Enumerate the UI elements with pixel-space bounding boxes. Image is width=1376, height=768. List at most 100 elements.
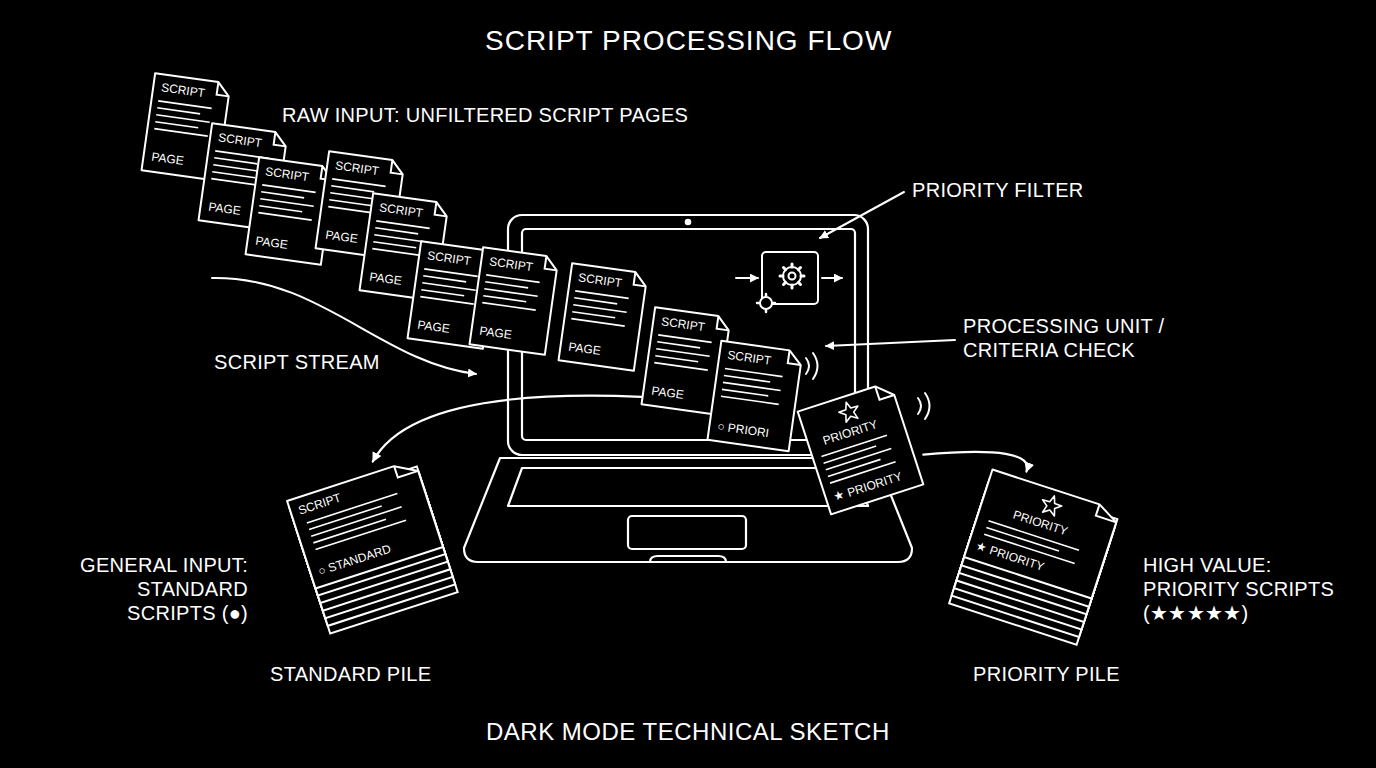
text-line: [214, 158, 257, 164]
text-line: [824, 446, 877, 463]
text-line: [483, 296, 526, 302]
page-fold: [634, 272, 648, 286]
text-line: [259, 206, 302, 212]
page-sheet: [964, 470, 1120, 599]
text-line: [724, 375, 770, 382]
laptop-keyboard: [508, 468, 868, 506]
text-line: [571, 319, 624, 327]
text-line: [656, 349, 709, 357]
text-line: [421, 290, 464, 296]
text-line: [424, 269, 477, 277]
text-line: [655, 356, 698, 362]
small-gear: [760, 297, 772, 309]
gear-teeth: [780, 264, 804, 288]
diagram-title: SCRIPT PROCESSING FLOW: [485, 24, 892, 58]
laptop-touchpad: [628, 516, 746, 549]
annotation-label: GENERAL INPUT: STANDARD SCRIPTS (●): [43, 553, 248, 625]
page-fold: [788, 350, 803, 365]
text-line: [158, 101, 211, 109]
text-line: [313, 519, 386, 543]
script-page: SCRIPTPAGE: [470, 247, 559, 355]
text-line: [372, 249, 425, 257]
text-line: [485, 282, 528, 288]
page-sheet: [559, 263, 648, 371]
page-sheet: [470, 247, 559, 355]
annotation-label: RAW INPUT: UNFILTERED SCRIPT PAGES: [282, 103, 688, 127]
text-line: [657, 342, 700, 348]
text-line: [212, 172, 255, 178]
laptop-camera: [686, 220, 690, 224]
text-line: [486, 275, 539, 283]
annotation-label: STANDARD PILE: [270, 662, 431, 686]
filter-box: [762, 252, 818, 304]
flow-arrow: [373, 396, 642, 462]
wave: [806, 358, 809, 374]
annotation-label: PRIORITY PILE: [973, 662, 1120, 686]
text-line: [482, 303, 535, 311]
text-line: [311, 507, 401, 536]
text-line: [725, 369, 783, 377]
page-fold: [1096, 504, 1120, 522]
text-line: [654, 363, 707, 371]
wave: [813, 353, 818, 379]
text-line: [422, 283, 475, 291]
text-line: [329, 200, 372, 206]
filter-leader: [820, 192, 904, 238]
text-line: [373, 242, 416, 248]
text-line: [723, 382, 781, 390]
text-line: [375, 228, 418, 234]
text-line: [658, 335, 711, 343]
text-line: [331, 186, 374, 192]
text-line: [262, 185, 315, 193]
text-line: [374, 235, 427, 243]
annotation-label: SCRIPT STREAM: [214, 350, 380, 374]
gear-hub: [789, 273, 796, 280]
stream-arrow: [212, 278, 476, 374]
page-sheet: [707, 341, 802, 451]
laptop-notch: [650, 556, 726, 562]
diagram-caption: DARK MODE TECHNICAL SKETCH: [486, 718, 890, 747]
text-line: [156, 115, 209, 123]
flow-arrow: [923, 452, 1027, 472]
small-gear-teeth: [757, 294, 775, 312]
text-line: [572, 312, 615, 318]
text-line: [721, 396, 779, 404]
page-sheet: [798, 382, 924, 515]
processing-leader: [826, 340, 955, 346]
text-line: [261, 192, 304, 198]
page-sheet: [287, 460, 443, 589]
filter-in-arrow: [736, 277, 758, 279]
wave: [918, 398, 921, 414]
page-fold: [717, 316, 731, 330]
text-line: [722, 389, 768, 396]
page-fold: [545, 256, 559, 270]
annotation-label: HIGH VALUE: PRIORITY SCRIPTS (★★★★★): [1143, 553, 1348, 625]
text-line: [332, 179, 385, 187]
star-outline: [837, 399, 862, 423]
star-outline: [1039, 493, 1064, 517]
script-page: SCRIPT○ PRIORI: [707, 341, 802, 451]
text-line: [423, 276, 466, 282]
text-line: [575, 291, 628, 299]
page-fold: [435, 202, 449, 216]
filter-icon: [736, 252, 842, 312]
text-line: [484, 289, 537, 297]
text-line: [260, 199, 313, 207]
page-fold: [217, 82, 231, 96]
script-page: SCRIPTPAGE: [559, 263, 648, 371]
filter-out-arrow: [822, 277, 842, 279]
page-fold: [875, 382, 894, 400]
text-line: [376, 221, 429, 229]
wave: [925, 393, 930, 419]
annotation-label: PRIORITY FILTER: [912, 178, 1084, 202]
text-line: [573, 305, 626, 313]
text-line: [258, 213, 311, 221]
annotation-label: PROCESSING UNIT / CRITERIA CHECK: [963, 314, 1178, 362]
text-line: [574, 298, 617, 304]
text-line: [828, 459, 881, 476]
text-line: [157, 108, 200, 114]
page-fold: [391, 160, 405, 174]
text-line: [420, 297, 473, 305]
page-fold: [274, 132, 288, 146]
